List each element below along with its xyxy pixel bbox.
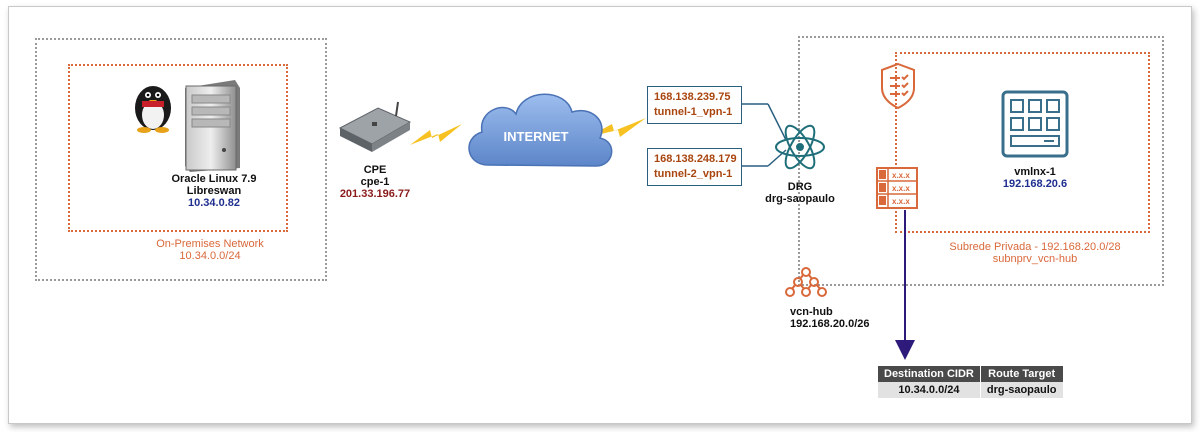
server-icon <box>185 80 240 172</box>
onprem-network-cidr: 10.34.0.0/24 <box>179 250 241 262</box>
router-icon <box>338 101 412 152</box>
internet-label: INTERNET <box>503 129 569 144</box>
route-rule-label: x.x.x <box>892 197 910 206</box>
route-target-cell: drg-saopaulo <box>980 382 1064 398</box>
security-list-icon <box>881 62 915 110</box>
drg-title: DRG <box>787 181 813 193</box>
tunnel-2-ip: 168.138.248.179 <box>654 153 737 165</box>
tunnel-1-connector <box>767 103 787 141</box>
vcn-cidr: 192.168.20.0/26 <box>790 318 870 330</box>
tunnel-1-box: 168.138.239.75 tunnel-1_vpn-1 <box>647 86 742 124</box>
subnet-label: Subrede Privada - 192.168.20.0/28 subnpr… <box>935 241 1135 265</box>
cpe-title: CPE <box>363 164 387 176</box>
drg-name: drg-saopaulo <box>765 193 835 205</box>
vm-ip: 192.168.20.6 <box>1002 178 1068 190</box>
tunnel-2-name: tunnel-2_vpn-1 <box>654 168 733 180</box>
vm-name: vmlnx-1 <box>1014 166 1056 178</box>
drg-label: DRG drg-saopaulo <box>745 181 855 205</box>
server-ip-label: 10.34.0.82 <box>188 197 240 209</box>
route-rule-label: x.x.x <box>892 171 910 180</box>
vcn-name: vcn-hub <box>790 306 833 318</box>
server-software-label: Libreswan <box>186 185 242 197</box>
table-row: 10.34.0.0/24 drg-saopaulo <box>878 382 1064 398</box>
cpe-ip: 201.33.196.77 <box>339 188 411 200</box>
server-label: Oracle Linux 7.9 Libreswan 10.34.0.82 <box>160 173 268 209</box>
route-rule-label: x.x.x <box>892 184 910 193</box>
compute-instance-icon <box>1001 90 1069 158</box>
cpe-name: cpe-1 <box>360 176 390 188</box>
route-destination-cell: 10.34.0.0/24 <box>878 382 981 398</box>
route-table-header-target: Route Target <box>980 366 1064 382</box>
onprem-outer-border <box>35 38 327 281</box>
server-os-label: Oracle Linux 7.9 <box>171 173 257 185</box>
onprem-network-label: On-Premises Network 10.34.0.0/24 <box>130 238 290 262</box>
onprem-network-border <box>68 64 288 232</box>
lightning-bolt-icon <box>410 124 462 145</box>
drg-icon <box>775 124 825 170</box>
route-table-header-destination: Destination CIDR <box>878 366 981 382</box>
tunnel-1-ip: 168.138.239.75 <box>654 91 731 103</box>
subnet-border <box>895 52 1150 233</box>
vcn-icon <box>785 267 827 297</box>
subnet-title: Subrede Privada - 192.168.20.0/28 <box>949 241 1121 253</box>
tunnel-1-name: tunnel-1_vpn-1 <box>654 106 733 118</box>
internet-cloud-icon <box>468 93 613 167</box>
subnet-name: subnprv_vcn-hub <box>992 253 1078 265</box>
route-table-icon <box>876 167 918 209</box>
onprem-network-title: On-Premises Network <box>156 238 264 250</box>
diagram-frame <box>8 6 1192 424</box>
lightning-bolt-icon <box>588 118 646 137</box>
route-table: Destination CIDR Route Target 10.34.0.0/… <box>878 366 1064 398</box>
linux-tux-icon <box>135 86 171 133</box>
vcn-label: vcn-hub 192.168.20.0/26 <box>790 306 870 330</box>
vm-label: vmlnx-1 192.168.20.6 <box>985 166 1085 190</box>
cpe-label: CPE cpe-1 201.33.196.77 <box>330 164 420 200</box>
tunnel-2-box: 168.138.248.179 tunnel-2_vpn-1 <box>647 148 742 186</box>
